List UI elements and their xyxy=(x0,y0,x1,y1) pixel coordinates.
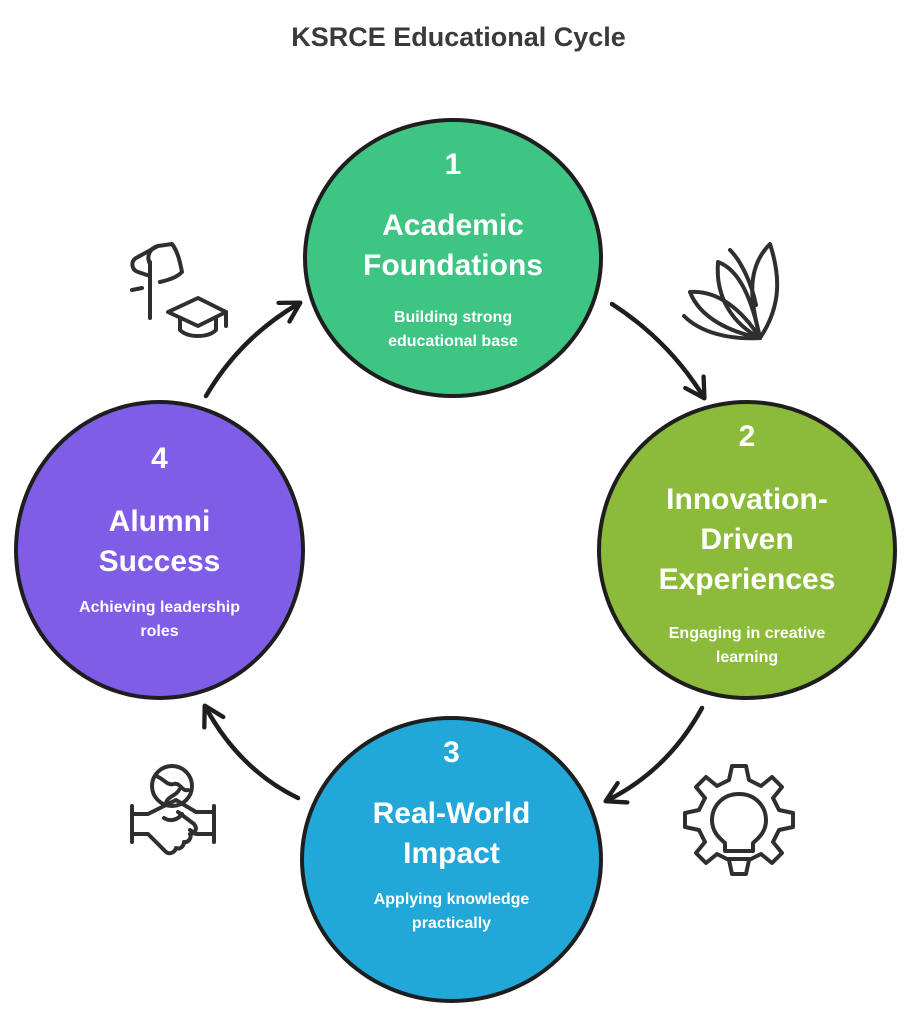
step-3-real-world-impact: 3 Real-World Impact Applying knowledge p… xyxy=(300,716,603,1003)
step-number: 3 xyxy=(443,736,460,769)
step-number: 1 xyxy=(444,148,462,181)
step-heading: Alumni Success xyxy=(98,505,221,578)
globe-handshake-icon xyxy=(130,764,216,856)
step-number: 4 xyxy=(151,442,168,475)
step-heading: Real-World Impact xyxy=(372,797,531,870)
page-title: KSRCE Educational Cycle xyxy=(291,22,626,52)
step-description: Applying knowledge practically xyxy=(373,891,530,932)
step-2-innovation-driven-experiences: 2 Innovation- Driven Experiences Engagin… xyxy=(597,400,897,700)
step-heading: Academic Foundations xyxy=(363,209,543,282)
step-4-alumni-success: 4 Alumni Success Achieving leadership ro… xyxy=(14,400,305,700)
arrow-3-to-4 xyxy=(202,703,301,801)
step-description: Engaging in creative learning xyxy=(668,625,826,666)
step-description: Building strong educational base xyxy=(388,309,518,350)
lightbulb-gear-icon xyxy=(683,764,795,876)
arrow-4-to-1 xyxy=(203,300,303,399)
arrow-1-to-2 xyxy=(609,301,707,401)
step-1-academic-foundations: 1 Academic Foundations Building strong e… xyxy=(303,118,603,398)
arrow-2-to-3 xyxy=(603,705,705,805)
step-number: 2 xyxy=(738,420,756,453)
step-description: Achieving leadership roles xyxy=(79,599,240,640)
step-heading: Innovation- Driven Experiences xyxy=(658,483,836,596)
flag-graduation-cap-icon xyxy=(130,242,228,338)
open-book-icon xyxy=(682,242,780,341)
